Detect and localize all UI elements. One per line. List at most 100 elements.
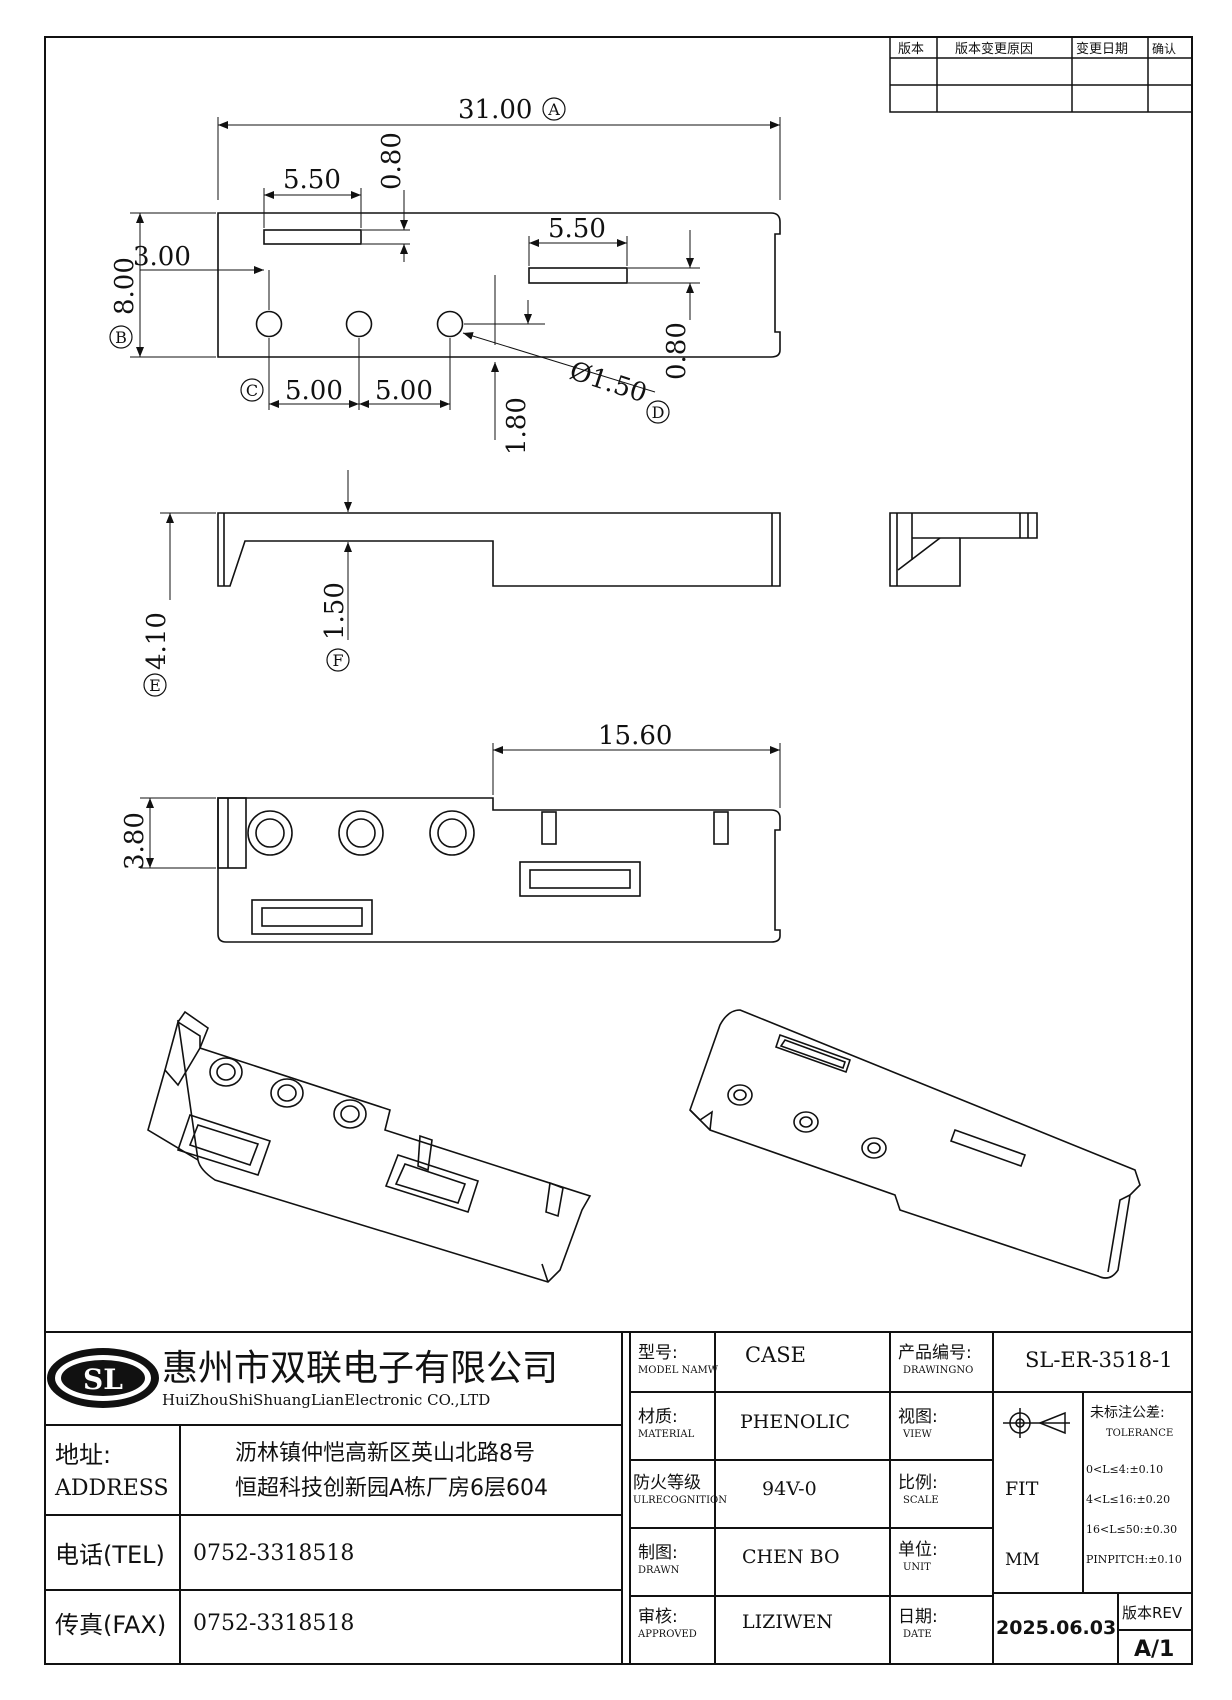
material-label-cn: 材质: <box>638 1407 678 1427</box>
hole-3 <box>436 310 464 338</box>
top-view-dimensions <box>130 117 781 440</box>
bottom-view <box>217 797 781 943</box>
bottom-view-dimensions <box>140 743 781 869</box>
svg-text:SL: SL <box>83 1363 123 1396</box>
fax-label: 传真(FAX) <box>55 1611 166 1639</box>
dim-slot-width-right: 5.50 <box>548 214 606 244</box>
boss-1 <box>247 810 293 856</box>
dim-hole-dia: Ø1.50 <box>566 356 651 409</box>
rib-1 <box>541 811 557 845</box>
rev-col-reason: 版本变更原因 <box>955 41 1033 57</box>
rev-col-date: 变更日期 <box>1076 41 1128 57</box>
address-line-2: 恒超科技创新园A栋厂房6层604 <box>235 1476 548 1501</box>
window-right <box>519 861 641 897</box>
date-value: 2025.06.03 <box>996 1617 1116 1639</box>
window-left <box>251 899 373 935</box>
tolerance-line-4: PINPITCH:±0.10 <box>1086 1553 1182 1566</box>
dim-overall-length: 31.00 <box>458 95 532 125</box>
dim-side-height: 4.10 <box>142 612 172 670</box>
date-label-en: DATE <box>903 1629 932 1640</box>
hole-1 <box>255 310 283 338</box>
fire-label-en: ULRECOGNITION <box>633 1495 727 1506</box>
end-view <box>889 512 1038 587</box>
svg-text:B: B <box>115 328 127 347</box>
ref-d-badge: D <box>646 400 670 424</box>
side-view-dimensions <box>160 470 352 640</box>
dim-hole-offset: 1.80 <box>502 397 532 455</box>
sheet-border <box>44 36 1193 1665</box>
scale-label-en: SCALE <box>903 1495 939 1506</box>
material-label-en: MATERIAL <box>638 1429 695 1440</box>
model-value: CASE <box>745 1343 806 1367</box>
rev-col-confirm: 确认 <box>1152 42 1176 56</box>
drawn-label-cn: 制图: <box>638 1543 678 1563</box>
tolerance-line-2: 4<L≤16:±0.20 <box>1086 1493 1170 1506</box>
drawn-label-en: DRAWN <box>638 1565 680 1576</box>
dim-slot-height-top: 0.80 <box>377 132 407 190</box>
title-block-grid <box>45 1331 1192 1664</box>
drawing-no-label-cn: 产品编号: <box>898 1343 972 1363</box>
unit-label-en: UNIT <box>903 1562 931 1573</box>
address-label-en: ADDRESS <box>54 1476 169 1501</box>
drawing-no-label-en: DRAWINGNO <box>903 1365 973 1376</box>
side-view <box>217 512 781 587</box>
svg-text:E: E <box>149 676 161 695</box>
model-label-cn: 型号: <box>638 1343 678 1363</box>
rev-label: 版本REV <box>1122 1604 1183 1622</box>
dim-slot-width-left: 5.50 <box>283 165 341 195</box>
dim-height: 8.00 <box>110 257 140 315</box>
boss-3 <box>429 810 475 856</box>
dim-hole-pitch-2: 5.00 <box>375 376 433 406</box>
top-view <box>217 212 781 358</box>
tel-value: 0752-3318518 <box>193 1541 354 1566</box>
side-view-outline <box>217 512 781 587</box>
bottom-view-outline <box>217 797 781 943</box>
dim-wall-thickness: 1.50 <box>320 582 350 640</box>
revision-table <box>889 36 1193 113</box>
drawn-value: CHEN BO <box>742 1546 840 1568</box>
projection-symbol-icon <box>1003 1408 1070 1438</box>
dim-step-length: 15.60 <box>598 721 672 751</box>
approved-value: LIZIWEN <box>742 1611 833 1633</box>
rib-2 <box>713 811 729 845</box>
model-label-en: MODEL NAMW <box>638 1365 719 1376</box>
rev-col-version: 版本 <box>898 42 924 57</box>
view-label-en: VIEW <box>902 1429 932 1440</box>
fire-label-cn: 防火等级 <box>633 1473 701 1493</box>
company-logo: SL <box>47 1348 159 1408</box>
dim-slot-height-right: 0.80 <box>662 322 692 380</box>
svg-text:D: D <box>652 403 665 422</box>
company-name-en: HuiZhouShiShuangLianElectronic CO.,LTD <box>162 1391 490 1409</box>
top-view-outline <box>217 212 781 358</box>
unit-label-cn: 单位: <box>898 1540 938 1560</box>
unit-value: MM <box>1005 1550 1040 1570</box>
boss-2 <box>338 810 384 856</box>
scale-value: FIT <box>1005 1478 1039 1500</box>
dim-flange-height: 3.80 <box>120 812 150 870</box>
isometric-view-right <box>689 1009 1141 1279</box>
isometric-view-left <box>147 1010 592 1283</box>
rev-value: A/1 <box>1134 1637 1174 1662</box>
approved-label-en: APPROVED <box>637 1629 697 1640</box>
fax-value: 0752-3318518 <box>193 1611 354 1636</box>
tel-label: 电话(TEL) <box>55 1541 165 1569</box>
svg-text:A: A <box>547 100 560 119</box>
ref-e-badge: E <box>143 673 167 697</box>
ref-c-badge: C <box>240 378 264 402</box>
scale-label-cn: 比例: <box>898 1473 938 1493</box>
drawing-no-value: SL-ER-3518-1 <box>1025 1348 1173 1372</box>
dim-hole-pitch-1: 5.00 <box>285 376 343 406</box>
ref-a-badge: A <box>542 97 566 121</box>
address-label-cn: 地址: <box>55 1441 111 1469</box>
svg-text:F: F <box>332 651 343 670</box>
view-label-cn: 视图: <box>898 1407 938 1427</box>
slot-right <box>528 267 628 284</box>
approved-label-cn: 审核: <box>638 1607 678 1627</box>
hole-2 <box>345 310 373 338</box>
tolerance-label-en: TOLERANCE <box>1106 1428 1173 1439</box>
tolerance-line-1: 0<L≤4:±0.10 <box>1086 1463 1163 1476</box>
fire-value: 94V-0 <box>762 1478 817 1500</box>
company-name-cn: 惠州市双联电子有限公司 <box>162 1348 558 1389</box>
tolerance-line-3: 16<L≤50:±0.30 <box>1086 1523 1177 1536</box>
